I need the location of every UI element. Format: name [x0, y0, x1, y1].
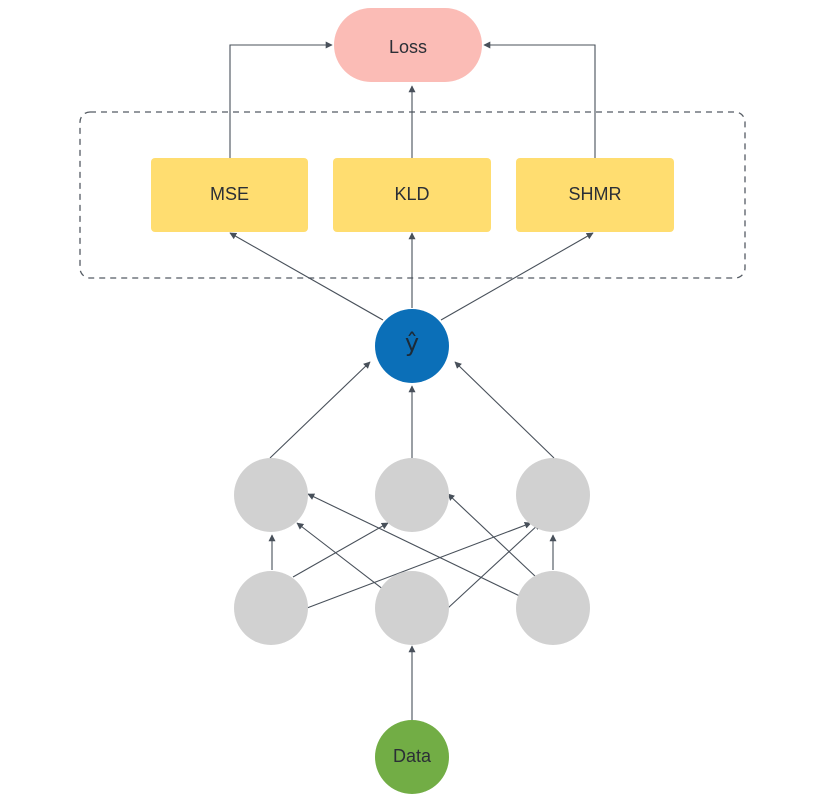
arrow-h2c-to-yhat: [454, 361, 555, 459]
hidden-node-layer2-center: [375, 458, 449, 532]
metric-shmr-box: [516, 158, 674, 232]
metric-shmr: SHMR: [516, 158, 674, 232]
arrow-h1c-to-h2a: [307, 493, 529, 601]
output-node-circle: [375, 309, 449, 383]
hidden-node-layer2-right: [516, 458, 590, 532]
metric-kld-label: KLD: [394, 184, 429, 204]
hidden-node-layer1-right: [516, 571, 590, 645]
loss-label: Loss: [389, 37, 427, 57]
hidden-node-layer2-left: [234, 458, 308, 532]
metric-mse-box: [151, 158, 308, 232]
arrow-h1a-to-h2b: [292, 522, 389, 578]
metric-mse: MSE: [151, 158, 308, 232]
arrow-h1c-to-h2b: [447, 493, 537, 578]
metric-mse-label: MSE: [210, 184, 249, 204]
metric-kld-box: [333, 158, 491, 232]
output-node-label: ŷ: [405, 329, 419, 357]
connectors: [229, 41, 596, 720]
data-node-circle: [375, 720, 449, 794]
metric-kld: KLD: [333, 158, 491, 232]
arrow-shmr-to-loss: [483, 41, 596, 158]
arrow-h2a-to-yhat: [269, 361, 371, 459]
data-node: Data: [375, 720, 449, 794]
hidden-node-layer1-center: [375, 571, 449, 645]
loss-node: Loss: [334, 8, 482, 82]
output-node: ŷ: [375, 309, 449, 383]
hidden-node-layer1-left: [234, 571, 308, 645]
arrow-h1b-to-h2a: [296, 522, 389, 594]
arrow-h1b-to-h2c: [447, 522, 541, 609]
data-node-label: Data: [393, 746, 432, 766]
arrow-yhat-to-shmr: [440, 232, 594, 321]
arrow-yhat-to-mse: [229, 232, 384, 321]
arrow-mse-to-loss: [229, 41, 333, 158]
metric-shmr-label: SHMR: [569, 184, 622, 204]
loss-box: [334, 8, 482, 82]
